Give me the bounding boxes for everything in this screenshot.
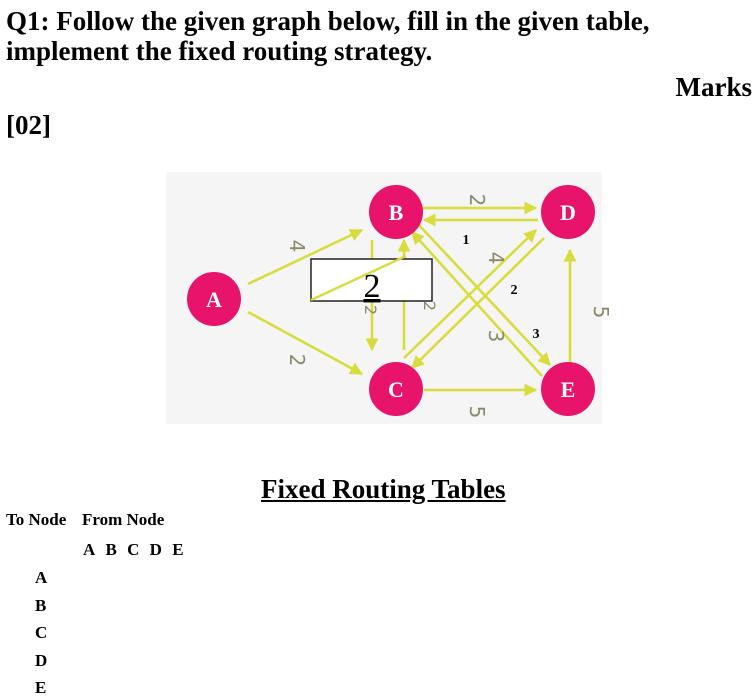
network-graph: 4 2 2 4 3 5 5 2 2 1 2 3 2 A B C D [166, 172, 613, 424]
edge-weight-c-d: 3 [484, 330, 508, 343]
column-headers: A B C D E [83, 540, 188, 560]
edge-d-c [411, 237, 545, 369]
edge-weight-b-c-right: 2 [420, 301, 439, 311]
svg-text:A: A [206, 287, 222, 312]
column-header-c: C [127, 540, 140, 559]
overlay-box: 2 [310, 254, 433, 305]
svg-text:D: D [560, 200, 576, 225]
marks-label: Marks [675, 72, 753, 102]
edge-weight-a-c: 2 [285, 354, 309, 367]
row-header-c: C [35, 623, 48, 642]
edge-weight-c-e: 5 [465, 406, 489, 419]
node-e: E [541, 362, 595, 416]
column-header-e: E [172, 540, 184, 559]
marks-value: [02] [6, 110, 51, 140]
row-header-d: D [35, 651, 48, 670]
edge-b-e [417, 223, 551, 366]
edge-weight-d-c: 2 [511, 283, 518, 298]
edge-a-c [247, 310, 364, 376]
node-a: A [187, 272, 241, 326]
edge-weight-b-c-left: 2 [361, 305, 380, 315]
node-b: B [369, 185, 423, 239]
column-header-d: D [149, 540, 162, 559]
tables-title: Fixed Routing Tables [261, 474, 506, 504]
question-line-2: implement the fixed routing strategy. [6, 36, 433, 66]
edge-weight-e-b: 3 [533, 327, 540, 342]
node-d: D [541, 185, 595, 239]
column-header-b: B [105, 540, 117, 559]
row-header-a: A [35, 568, 48, 587]
overlay-box-value: 2 [364, 268, 381, 305]
to-node-header: To Node [6, 510, 67, 529]
svg-text:B: B [389, 200, 404, 225]
edge-weight-a-b: 4 [285, 240, 309, 253]
edge-a-b [247, 228, 364, 286]
edge-weight-e-d: 5 [589, 306, 613, 319]
question-line-1: Q1: Follow the given graph below, fill i… [6, 6, 650, 36]
node-c: C [369, 362, 423, 416]
edge-weight-b-d: 2 [465, 194, 489, 207]
column-header-a: A [83, 540, 96, 559]
edge-weight-b-e: 4 [484, 252, 508, 265]
edge-weight-d-b: 1 [463, 233, 470, 248]
edge-c-d [403, 229, 537, 359]
svg-text:C: C [388, 377, 404, 402]
from-node-header: From Node [82, 510, 165, 529]
row-header-e: E [35, 678, 47, 697]
svg-text:E: E [561, 377, 576, 402]
row-header-b: B [35, 596, 47, 615]
